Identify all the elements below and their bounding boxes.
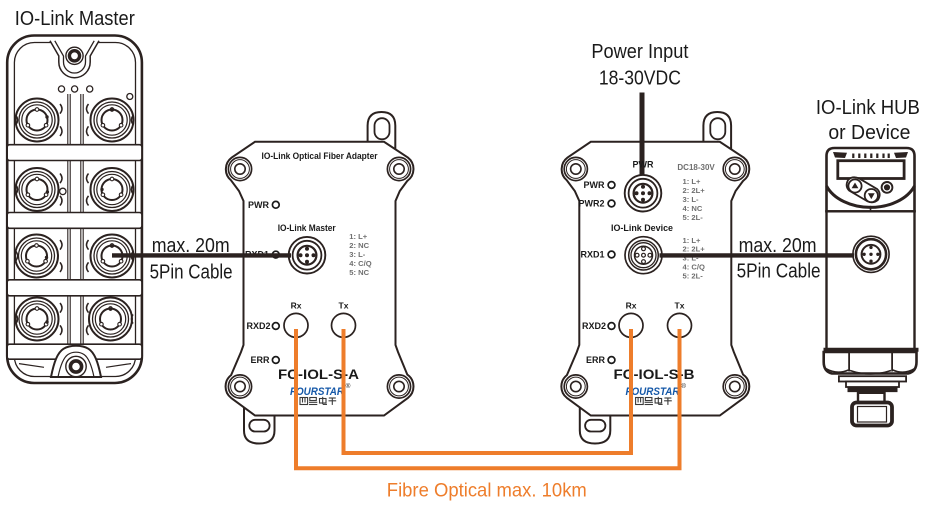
svg-text:FOURSTAR: FOURSTAR bbox=[290, 386, 344, 398]
svg-text:3: L-: 3: L- bbox=[349, 250, 366, 259]
svg-text:2: NC: 2: NC bbox=[349, 241, 369, 250]
svg-text:PWR: PWR bbox=[584, 180, 605, 190]
svg-text:1: L+: 1: L+ bbox=[683, 236, 702, 245]
svg-text:Tx: Tx bbox=[339, 301, 349, 311]
svg-text:3: L-: 3: L- bbox=[683, 254, 700, 263]
svg-text:4: NC: 4: NC bbox=[683, 204, 703, 213]
svg-text:5Pin Cable: 5Pin Cable bbox=[150, 261, 233, 283]
svg-text:4: C/Q: 4: C/Q bbox=[683, 263, 705, 272]
svg-text:Fibre Optical max. 10km: Fibre Optical max. 10km bbox=[387, 480, 587, 502]
svg-text:RXD2: RXD2 bbox=[582, 321, 606, 331]
svg-text:2: 2L+: 2: 2L+ bbox=[683, 186, 706, 195]
svg-text:IO-Link Device: IO-Link Device bbox=[611, 223, 673, 233]
svg-text:Power Input: Power Input bbox=[591, 41, 688, 63]
svg-text:FC-IOL-S-B: FC-IOL-S-B bbox=[614, 367, 695, 382]
svg-text:IO-Link Optical Fiber Adapter: IO-Link Optical Fiber Adapter bbox=[262, 151, 378, 161]
svg-text:max. 20m: max. 20m bbox=[152, 235, 230, 257]
svg-text:PWR: PWR bbox=[633, 160, 654, 170]
svg-text:2: 2L+: 2: 2L+ bbox=[683, 245, 706, 254]
svg-text:DC18-30V: DC18-30V bbox=[677, 163, 715, 172]
svg-text:5Pin Cable: 5Pin Cable bbox=[737, 260, 821, 282]
svg-text:4: C/Q: 4: C/Q bbox=[349, 259, 371, 268]
svg-text:PWR2: PWR2 bbox=[578, 199, 604, 209]
svg-text:FC-IOL-S-A: FC-IOL-S-A bbox=[278, 367, 359, 382]
svg-text:Tx: Tx bbox=[675, 301, 685, 311]
svg-text:18-30VDC: 18-30VDC bbox=[599, 67, 681, 89]
svg-text:5: NC: 5: NC bbox=[349, 268, 369, 277]
svg-text:RXD2: RXD2 bbox=[246, 321, 270, 331]
svg-text:Rx: Rx bbox=[626, 301, 637, 311]
svg-text:®: ® bbox=[346, 382, 351, 390]
svg-text:ERR: ERR bbox=[586, 355, 606, 365]
svg-text:PWR: PWR bbox=[248, 200, 269, 210]
svg-text:1: L+: 1: L+ bbox=[683, 177, 702, 186]
svg-text:5: 2L-: 5: 2L- bbox=[683, 271, 704, 280]
svg-text:IO-Link HUB: IO-Link HUB bbox=[816, 97, 920, 119]
svg-text:FOURSTAR: FOURSTAR bbox=[626, 386, 680, 398]
svg-text:IO-Link Master: IO-Link Master bbox=[278, 223, 336, 233]
svg-text:3: L-: 3: L- bbox=[683, 195, 700, 204]
svg-text:®: ® bbox=[681, 382, 686, 390]
svg-text:RXD1: RXD1 bbox=[580, 250, 604, 260]
svg-text:max. 20m: max. 20m bbox=[739, 235, 817, 257]
svg-text:ERR: ERR bbox=[250, 355, 270, 365]
svg-text:Rx: Rx bbox=[291, 301, 302, 311]
svg-text:or Device: or Device bbox=[828, 122, 910, 144]
svg-text:1: L+: 1: L+ bbox=[349, 232, 368, 241]
svg-text:IO-Link Master: IO-Link Master bbox=[15, 8, 135, 30]
svg-text:5: 2L-: 5: 2L- bbox=[683, 213, 704, 222]
